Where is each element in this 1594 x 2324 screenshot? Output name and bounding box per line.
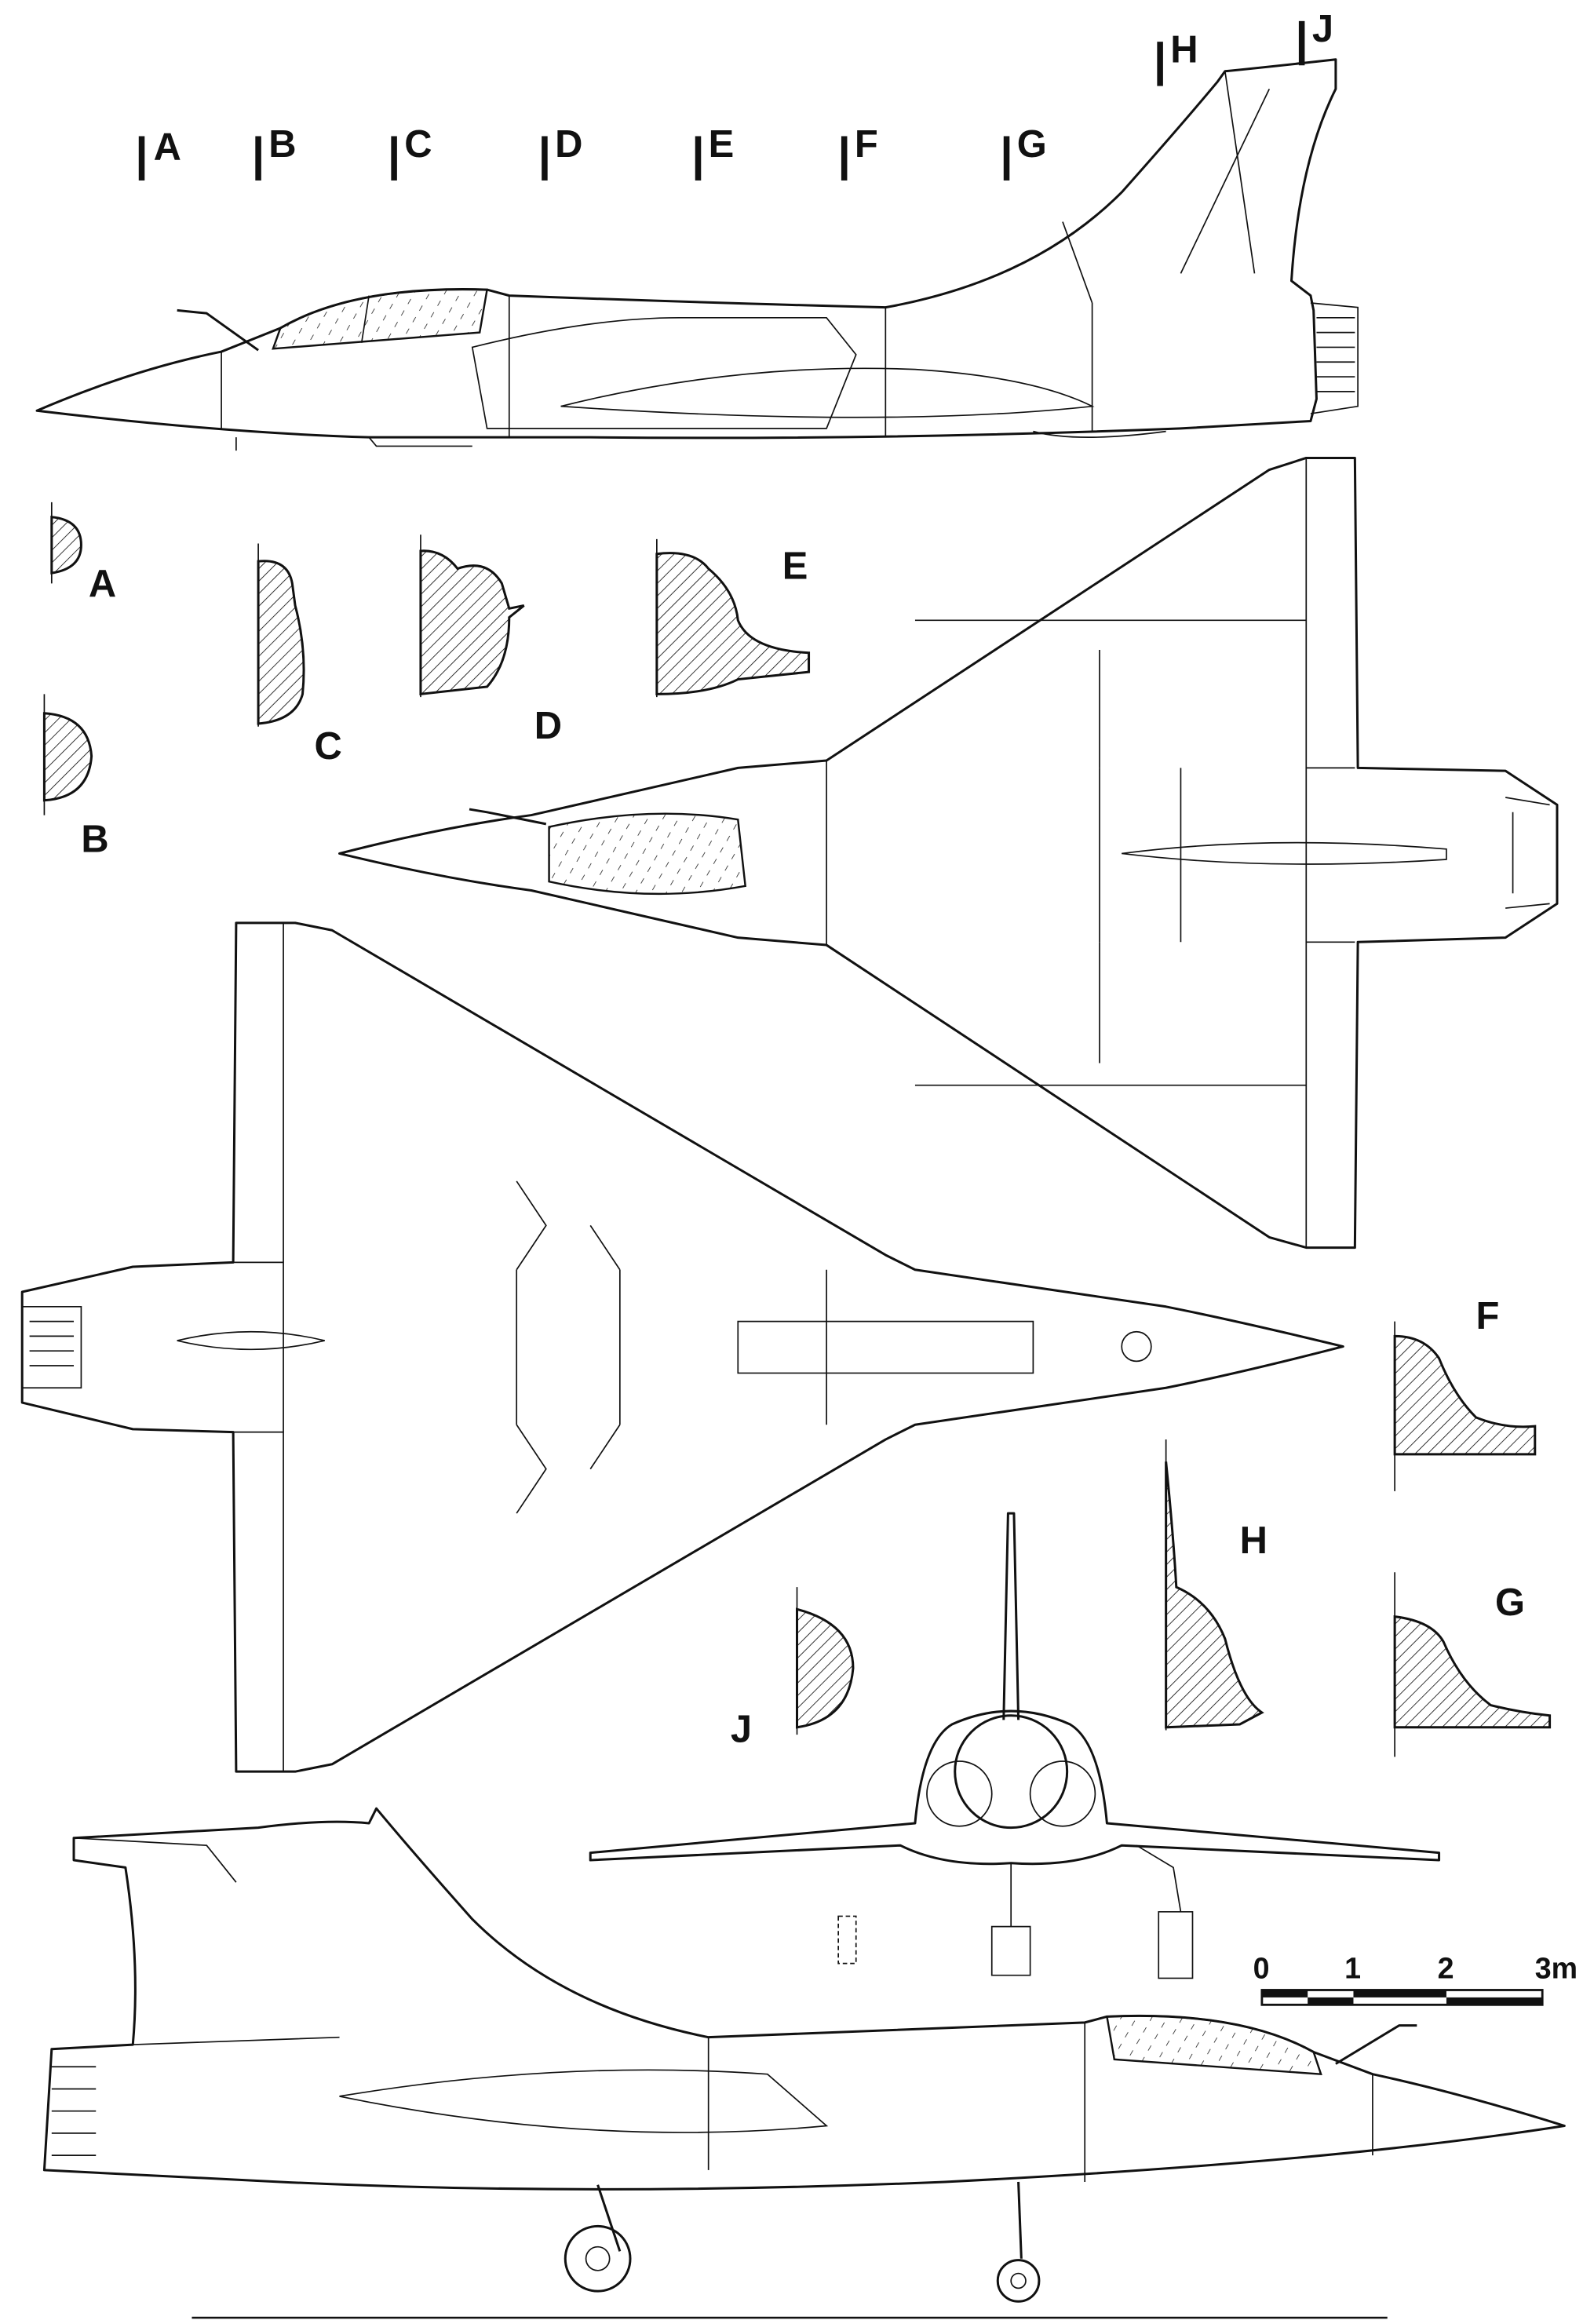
side-view-bottom — [42, 1807, 1566, 2319]
station-marker-d: D — [542, 123, 582, 181]
front-view — [589, 1512, 1441, 1979]
svg-text:J: J — [1312, 8, 1333, 50]
plan-view-top — [338, 456, 1559, 1250]
scale-bar: 0 1 2 3m — [1253, 1951, 1578, 2006]
station-marker-f: F — [841, 123, 878, 181]
section-label-b: B — [81, 819, 108, 861]
section-labels: A B C D E F H G J — [81, 545, 1525, 1751]
station-marker-a: A — [138, 126, 181, 181]
svg-text:D: D — [555, 123, 582, 166]
station-marker-h: H — [1157, 28, 1198, 86]
section-d — [419, 549, 525, 696]
section-h — [1165, 1461, 1264, 1729]
section-label-j: J — [731, 1709, 752, 1751]
section-label-e: E — [782, 545, 808, 588]
station-marker-e: E — [695, 123, 735, 181]
section-label-f: F — [1476, 1295, 1500, 1337]
scale-tick-1: 1 — [1344, 1951, 1361, 1984]
section-label-g: G — [1495, 1582, 1525, 1624]
section-label-c: C — [315, 725, 342, 768]
scale-tick-2: 2 — [1438, 1951, 1454, 1984]
section-f — [1393, 1334, 1537, 1456]
svg-text:B: B — [268, 123, 296, 166]
section-label-a: A — [89, 563, 116, 605]
section-j — [795, 1607, 855, 1729]
svg-text:E: E — [709, 123, 735, 166]
svg-text:C: C — [404, 123, 432, 166]
section-label-h: H — [1240, 1520, 1268, 1562]
scale-tick-0: 0 — [1253, 1951, 1270, 1984]
scale-tick-3m: 3m — [1535, 1951, 1578, 1984]
station-marker-b: B — [255, 123, 297, 181]
section-b — [42, 712, 93, 802]
svg-text:A: A — [154, 126, 181, 169]
section-e — [655, 552, 811, 695]
svg-text:H: H — [1170, 28, 1198, 71]
station-marker-g: G — [1003, 123, 1047, 181]
svg-text:F: F — [855, 123, 878, 166]
section-a — [50, 516, 82, 575]
section-c — [257, 560, 305, 725]
svg-text:G: G — [1017, 123, 1047, 166]
section-label-d: D — [534, 705, 562, 747]
section-g — [1393, 1615, 1552, 1729]
station-marker-c: C — [391, 123, 432, 181]
side-view-top — [35, 58, 1359, 451]
plan-view-bottom — [20, 921, 1344, 1773]
station-marker-j: J — [1298, 8, 1333, 66]
station-markers: A B C D E F G H J — [138, 8, 1333, 181]
cross-sections — [42, 502, 1552, 1757]
